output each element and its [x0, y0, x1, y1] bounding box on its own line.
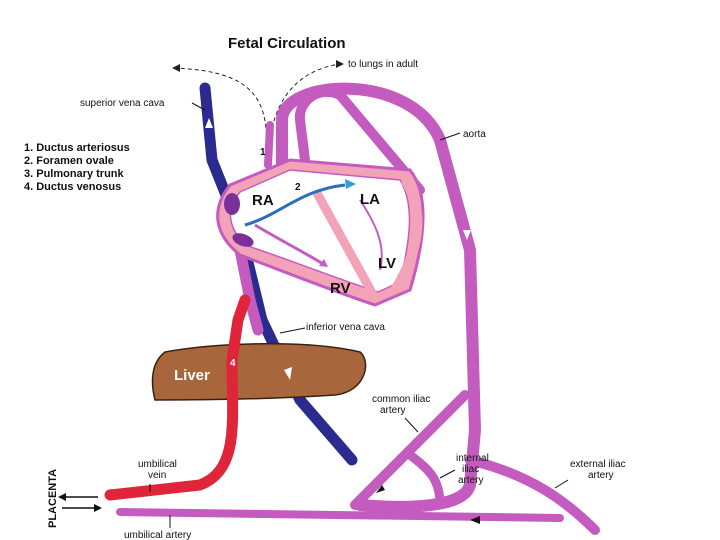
common-iliac-artery [350, 390, 470, 510]
heart-interior [229, 169, 411, 293]
marker-1: 1 [260, 147, 266, 158]
placenta-arrowhead-out [94, 504, 102, 512]
umbilical-artery-label: umbilical artery [124, 530, 191, 540]
placenta-arrowhead-in [58, 493, 66, 501]
foramen-ovale-arrowhead [345, 179, 356, 189]
aorta-flow-arrow [380, 100, 390, 110]
to-lungs-label: to lungs in adult [348, 59, 418, 70]
svc-label: superior vena cava [80, 98, 165, 109]
marker-2: 2 [295, 182, 301, 193]
common-iliac-label-1: common iliac [372, 394, 430, 405]
marker-4: 4 [230, 358, 236, 369]
aorta-label: aorta [463, 129, 486, 140]
descending-aorta-flow-arrow [463, 230, 471, 240]
umbilical-vein-label-1: umbilical [138, 459, 177, 470]
to-lungs-arrowhead-right [336, 60, 344, 68]
left-ventricle-wall [390, 177, 423, 293]
foramen-ovale-flow [244, 183, 346, 227]
to-lungs-arrowhead-left [172, 64, 180, 72]
svc-flow-arrow [205, 118, 213, 128]
common-iliac-pointer [404, 417, 419, 433]
chamber-lv: LV [378, 255, 396, 272]
iliac-flow-arrow [376, 485, 385, 493]
common-iliac-label-2: artery [380, 405, 406, 416]
ivc-label: inferior vena cava [306, 322, 385, 333]
to-lungs-dashed-right [271, 63, 341, 129]
ivc-pointer [279, 327, 306, 334]
umbilical-artery-vessel [116, 508, 564, 522]
ra-to-rv-arrowhead [319, 259, 328, 267]
umbilical-vein-vessel [104, 294, 251, 501]
chamber-ra: RA [252, 192, 274, 209]
la-to-lv-flow [359, 199, 383, 271]
umbilical-artery-flow-arrow [470, 516, 480, 524]
chamber-la: LA [360, 191, 380, 208]
internal-iliac-label-2: iliac [462, 464, 479, 475]
external-iliac-label-2: artery [588, 470, 614, 481]
legend-item-ductus-arteriosus: 1. Ductus arteriosus [24, 142, 130, 154]
ductus-arteriosus-vessel [264, 121, 274, 169]
ra-to-rv-flow [254, 223, 326, 267]
to-lungs-dashed-left [171, 67, 267, 129]
legend-item-pulmonary-trunk: 3. Pulmonary trunk [24, 168, 125, 180]
pulmonary-trunk-vessel [294, 86, 425, 205]
internal-iliac-label-3: artery [458, 475, 484, 486]
diagram-title: Fetal Circulation [228, 35, 346, 52]
internal-iliac-label-1: internal [456, 453, 489, 464]
aorta-pointer [439, 132, 461, 141]
liver-label: Liver [174, 367, 210, 384]
ivc-flow-arrow [284, 367, 292, 380]
umbilical-vein-label-2: vein [148, 470, 166, 481]
marker-3: 3 [304, 224, 310, 235]
external-iliac-pointer [554, 479, 569, 489]
external-iliac-artery [465, 455, 600, 535]
internal-iliac-pointer [439, 469, 456, 479]
liver-shape [151, 342, 367, 401]
aorta-vessel [276, 82, 482, 513]
internal-iliac-artery [405, 450, 445, 510]
ivc-valve-blob [232, 233, 254, 247]
external-iliac-label-1: external iliac [570, 459, 626, 470]
svc-valve-blob [224, 193, 240, 215]
placenta-label: PLACENTA [47, 469, 59, 528]
legend-item-ductus-venosus: 4. Ductus venosus [24, 181, 121, 193]
legend: 1. Ductus arteriosus 2. Foramen ovale 3.… [24, 142, 130, 193]
chamber-rv: RV [330, 280, 351, 297]
interventricular-septum [313, 190, 380, 303]
legend-item-foramen-ovale: 2. Foramen ovale [24, 155, 114, 167]
svc-pointer [191, 102, 206, 111]
